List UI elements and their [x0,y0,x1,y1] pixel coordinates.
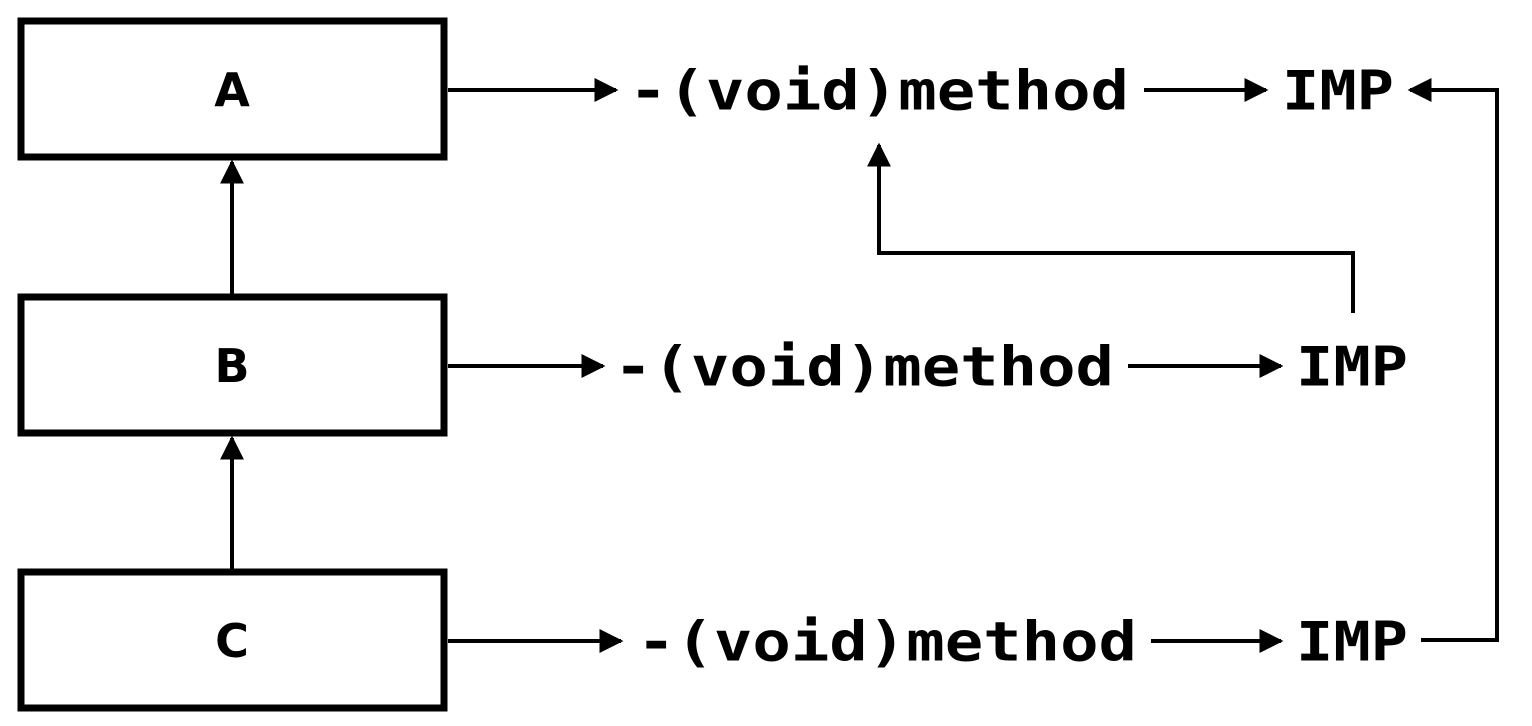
connector-imp-c-to-imp-a [1407,78,1499,642]
imp-label-c: IMP [1296,611,1408,674]
class-a-label: A [214,63,250,117]
class-box-c: C [17,568,448,712]
method-label-c: -(void)method [637,611,1137,674]
class-b-label: B [214,339,249,393]
method-label-a: -(void)method [629,60,1129,123]
class-box-a: A [17,17,448,161]
imp-label-b: IMP [1296,336,1408,399]
imp-label-a: IMP [1282,60,1394,123]
class-box-b: B [17,293,448,437]
connector-imp-b-to-method-a [867,142,1355,313]
method-label-b: -(void)method [614,336,1114,399]
class-c-label: C [215,614,249,668]
